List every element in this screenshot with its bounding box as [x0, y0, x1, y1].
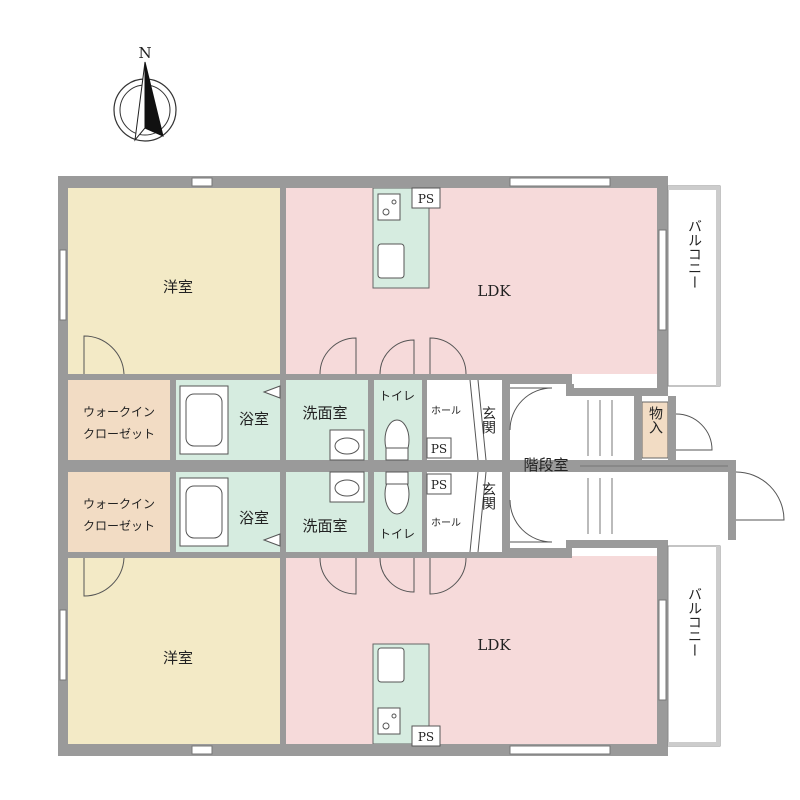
label-closet-bottom-1: ウォークイン: [83, 497, 155, 511]
label-entrance-bottom: 玄関: [480, 481, 496, 511]
label-western-top: 洋室: [163, 278, 193, 296]
ldk-top-ext: [430, 370, 657, 374]
label-closet-bottom-2: クローゼット: [83, 519, 155, 533]
label-bath-top: 浴室: [239, 410, 269, 428]
label-western-bottom: 洋室: [163, 649, 193, 667]
doors: [83, 335, 785, 597]
label-washroom-bottom: 洗面室: [302, 517, 347, 535]
label-storage: 物入: [647, 406, 663, 434]
label-balcony-top: バルコニー: [686, 219, 702, 289]
ps-boxes: [411, 187, 452, 747]
label-toilet-bottom: トイレ: [379, 527, 415, 541]
label-ps-bottom-hall: PS: [431, 478, 447, 492]
label-toilet-top: トイレ: [379, 389, 415, 403]
label-closet-top-1: ウォークイン: [83, 405, 155, 419]
label-bath-bottom: 浴室: [239, 509, 269, 527]
label-staircase: 階段室: [523, 456, 568, 474]
label-entrance-top: 玄関: [480, 405, 496, 435]
balcony-bottom-frame: [667, 545, 721, 747]
label-ldk-top: LDK: [477, 282, 511, 300]
label-hall-bottom: ホール: [431, 517, 461, 529]
western-room-top: [68, 188, 280, 374]
compass: N: [113, 44, 177, 142]
ldk-top: [286, 188, 657, 374]
label-ldk-bottom: LDK: [477, 636, 511, 654]
closet-top: [68, 380, 170, 460]
bathtubs: [179, 385, 229, 547]
windows: [59, 177, 667, 755]
label-balcony-bottom: バルコニー: [686, 587, 702, 657]
north-label: N: [138, 44, 151, 62]
label-ps-bottom-ldk: PS: [418, 730, 434, 744]
fixtures: [329, 193, 728, 735]
balcony-top-frame: [667, 185, 721, 387]
closet-bottom: [68, 472, 170, 552]
western-room-bottom: [68, 556, 280, 744]
label-ps-top-hall: PS: [431, 442, 447, 456]
label-ps-top-ldk: PS: [418, 192, 434, 206]
label-washroom-top: 洗面室: [302, 404, 347, 422]
label-closet-top-2: クローゼット: [83, 427, 155, 441]
label-hall-top: ホール: [431, 405, 461, 417]
ldk-bottom: [286, 556, 657, 744]
